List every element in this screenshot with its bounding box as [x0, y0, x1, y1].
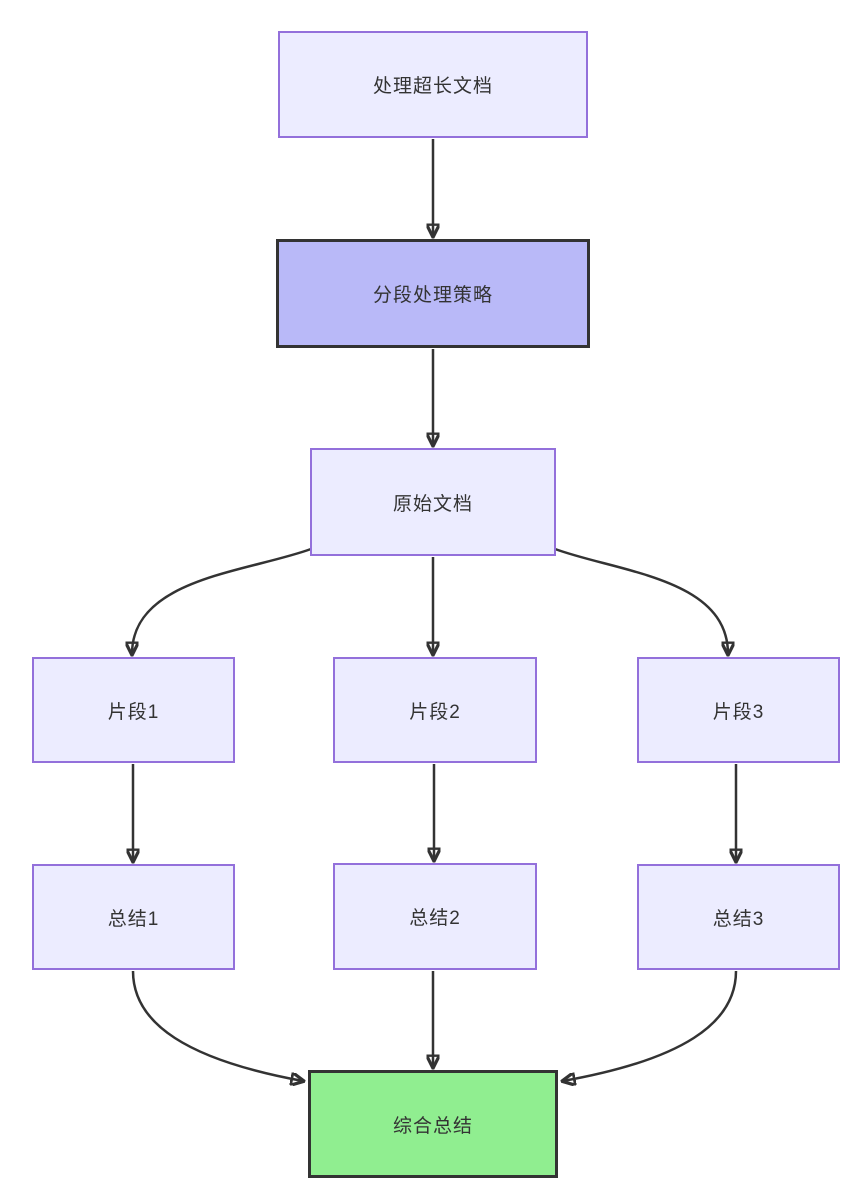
edge-original-to-fragment3 [554, 547, 728, 654]
edge-summary3-to-final [563, 970, 738, 1081]
edge-original-to-fragment1 [132, 547, 312, 654]
node-summary-3-label: 总结3 [712, 908, 765, 930]
node-fragment-2-label: 片段2 [409, 701, 461, 723]
node-summary-2: 总结2 [333, 863, 537, 970]
node-final-summary-label: 综合总结 [392, 1115, 473, 1137]
node-segment-strategy: 分段处理策略 [276, 239, 590, 348]
edge-summary1-to-final [131, 970, 303, 1081]
node-original-doc-label: 原始文档 [392, 493, 473, 515]
node-fragment-2: 片段2 [333, 657, 537, 763]
node-fragment-1: 片段1 [32, 657, 235, 763]
node-final-summary: 综合总结 [308, 1070, 558, 1178]
node-segment-strategy-label: 分段处理策略 [372, 285, 493, 306]
node-summary-2-label: 总结2 [409, 908, 461, 929]
node-summary-1: 总结1 [32, 864, 235, 970]
node-process-long-doc: 处理超长文档 [278, 31, 588, 138]
node-original-doc: 原始文档 [310, 448, 556, 556]
node-fragment-3-label: 片段3 [712, 701, 765, 723]
node-summary-3: 总结3 [637, 864, 840, 970]
node-process-long-doc-label: 处理超长文档 [372, 76, 493, 97]
node-fragment-3: 片段3 [637, 657, 840, 763]
node-summary-1-label: 总结1 [107, 908, 160, 930]
node-fragment-1-label: 片段1 [107, 701, 160, 723]
